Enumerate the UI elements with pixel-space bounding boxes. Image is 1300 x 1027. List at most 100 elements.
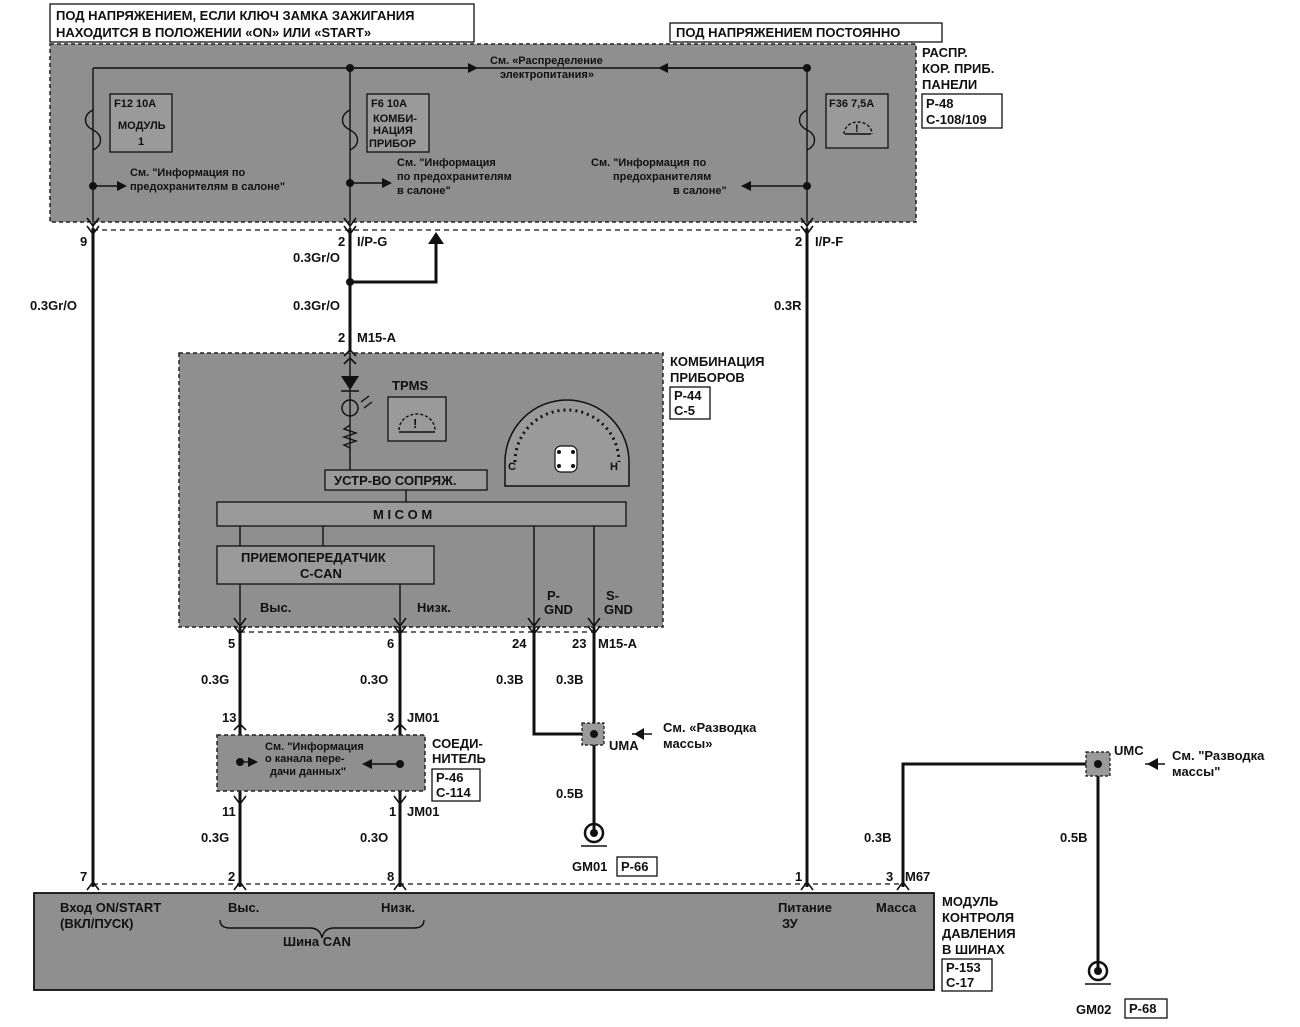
wire-f6-branch [350,240,438,284]
tpms-led-icon [341,376,373,417]
gauge-icon: C H [504,399,630,487]
module-pin-2: 2 [228,869,235,884]
wire-label-b5b: 0.5B [1060,830,1087,845]
umc-ref-2: массы" [1172,764,1220,779]
wire-pgnd [532,627,594,736]
module-ref-box [941,958,993,992]
wire-label-gro-1: 0.3Gr/O [293,250,340,265]
cluster-low-label: Низк. [417,600,451,615]
module-pin-7: 7 [80,869,87,884]
gauge-h-label: H [610,461,618,473]
connector-m15a-bottom: M15-A [598,636,638,651]
wire-label-g2: 0.3G [201,830,229,845]
transceiver-box [216,545,435,585]
fuse-f6-line3: ПРИБОР [369,138,416,150]
power-dist-ref-1: См. «Распределение [490,55,603,67]
fuse-f6-title: F6 10A [371,98,407,110]
module-ref1: P-153 [946,960,981,975]
pin-2-ipf: 2 [795,234,802,249]
fuse-f36 [798,109,816,151]
tpms-warning-box [387,396,447,442]
module-on-start-2: (ВКЛ/ПУСК) [60,916,133,931]
module-low-label: Низк. [381,900,415,915]
tpms-module-box [33,892,935,991]
module-name-4: В ШИНАХ [942,942,1005,957]
joint-name-2: НИТЕЛЬ [432,751,486,766]
pin-2-ipg: 2 [338,234,345,249]
pin-3-jm01: 3 [387,710,394,725]
pgnd-label-2: GND [544,602,573,617]
umc-ref-1: См. "Разводка [1172,748,1265,763]
module-power-1: Питание [778,900,832,915]
wire-label-b1: 0.3B [496,672,523,687]
wire-label-r: 0.3R [774,298,802,313]
fuse-f36-title: F36 7,5A [829,98,874,110]
fuse-f12 [84,109,102,151]
cluster-name-1: КОМБИНАЦИЯ [670,354,765,369]
pin-9: 9 [80,234,87,249]
cluster-pin-2: 2 [338,330,345,345]
cluster-ref-box [669,386,711,420]
module-connector-m67: M67 [905,869,930,884]
pin-11: 11 [222,804,236,819]
module-pin-1: 1 [795,869,802,884]
module-can-bus-label: Шина CAN [283,934,351,949]
pin-24: 24 [512,636,527,651]
module-power-2: ЗУ [782,916,799,931]
transceiver-label-1: ПРИЕМОПЕРЕДАТЧИК [241,550,386,565]
cluster-ref2: C-5 [674,403,695,418]
joint-ref-box [431,768,481,802]
module-name-2: КОНТРОЛЯ [942,910,1014,925]
module-ref2: C-17 [946,975,974,990]
header-ignition-label: ПОД НАПРЯЖЕНИЕМ, ЕСЛИ КЛЮЧ ЗАМКА ЗАЖИГАН… [49,3,475,43]
wire-label-o1: 0.3O [360,672,388,687]
joint-info-1: См. "Информация [265,741,364,753]
connector-jm01-bottom: JM01 [407,804,440,819]
ignition-label-line2: НАХОДИТСЯ В ПОЛОЖЕНИИ «ON» ИЛИ «START» [56,25,371,40]
wire-label-b3: 0.3B [864,830,891,845]
info2-line2: по предохранителям [397,171,512,183]
joint-info-2: о канала пере- [265,753,345,765]
transceiver-label-2: C-CAN [300,566,342,581]
fuse-f6-line2: НАЦИЯ [373,125,413,137]
wire-label-g1: 0.3G [201,672,229,687]
pgnd-label-1: P- [547,588,560,603]
cluster-connector-m15a: M15-A [357,330,397,345]
fuse-panel-name-3: ПАНЕЛИ [922,77,977,92]
pin-23: 23 [572,636,586,651]
fuse-f6-label-box [366,93,430,153]
info3-line3: в салоне" [673,185,727,197]
always-label: ПОД НАПРЯЖЕНИЕМ ПОСТОЯННО [676,25,900,40]
connector-ipf: I/P-F [815,234,843,249]
pin-1-jm01: 1 [389,804,396,819]
joint-ref2: C-114 [436,785,471,800]
info1-line1: См. "Информация по [130,167,245,179]
umc-label: UMC [1114,743,1144,758]
gm01-label: GM01 [572,859,607,874]
gm01-ref-box [616,856,658,877]
micom-label: M I C O M [373,507,432,522]
wire-module-ground [901,762,1098,887]
pin-6: 6 [387,636,394,651]
gm02-ref-box [1124,998,1168,1019]
joint-name-1: СОЕДИ- [432,736,483,751]
module-pin-8: 8 [387,869,394,884]
can-bus-brace [219,919,425,939]
module-name-3: ДАВЛЕНИЯ [942,926,1016,941]
pin-13: 13 [222,710,236,725]
wire-label-o2: 0.3O [360,830,388,845]
gm01-ref: P-66 [621,859,648,874]
ignition-label-line1: ПОД НАПРЯЖЕНИЕМ, ЕСЛИ КЛЮЧ ЗАМКА ЗАЖИГАН… [56,8,414,23]
fuse-f6 [341,109,359,151]
cluster-high-label: Выс. [260,600,291,615]
info1-line2: предохранителям в салоне" [130,181,285,193]
fuse-f12-title: F12 10A [114,98,156,110]
sgnd-label-1: S- [606,588,619,603]
wire-label-b2: 0.3B [556,672,583,687]
fuse-f12-line1: МОДУЛЬ [118,120,166,132]
micom-box [216,501,627,527]
tpms-label: TPMS [392,378,428,393]
wire-label-gro-left: 0.3Gr/O [30,298,77,313]
sgnd-label-2: GND [604,602,633,617]
